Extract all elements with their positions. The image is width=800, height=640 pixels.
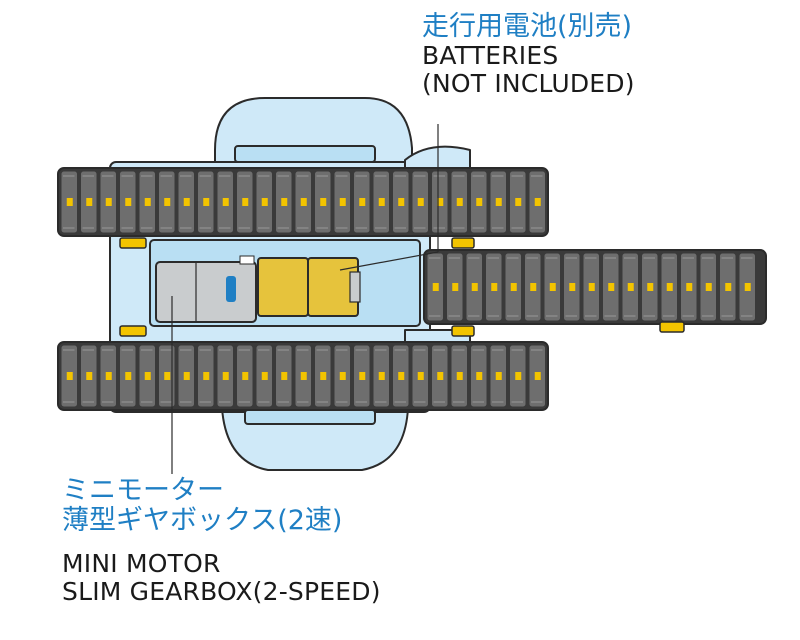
track-pin <box>378 198 385 206</box>
track-pin <box>281 372 288 380</box>
track-pin <box>549 283 556 291</box>
track-pin <box>588 283 595 291</box>
top-track <box>57 167 549 237</box>
track-pin <box>125 198 132 206</box>
track-pin <box>515 372 522 380</box>
motor-en-label-1: MINI MOTOR <box>62 549 221 579</box>
batteries-leader-diag <box>339 251 439 271</box>
track-pin <box>281 198 288 206</box>
track-pin <box>144 198 151 206</box>
track-pin <box>242 372 249 380</box>
track-pin <box>705 283 712 291</box>
track-pin <box>417 372 424 380</box>
track-pin <box>183 372 190 380</box>
track-pin <box>203 198 210 206</box>
track-pin <box>608 283 615 291</box>
track-pin <box>569 283 576 291</box>
track-pin <box>495 372 502 380</box>
batteries-jp-label: 走行用電池(別売) <box>422 11 633 42</box>
track-pin <box>476 372 483 380</box>
motor-jp-label-1: ミニモーター <box>62 475 224 506</box>
track-pin <box>86 198 93 206</box>
track-pin <box>647 283 654 291</box>
mini-motor <box>155 255 257 323</box>
track-pin <box>510 283 517 291</box>
track-pin <box>66 372 73 380</box>
track-pin <box>66 198 73 206</box>
track-pin <box>534 372 541 380</box>
track-pin <box>398 198 405 206</box>
motor-callout: ミニモーター 薄型ギヤボックス(2速) MINI MOTOR SLIM GEAR… <box>62 475 381 607</box>
track-pin <box>725 283 732 291</box>
track-pin <box>398 372 405 380</box>
track-pin <box>476 198 483 206</box>
track-pin <box>515 198 522 206</box>
batteries <box>257 257 361 317</box>
track-pin <box>144 372 151 380</box>
track-pin <box>627 283 634 291</box>
track-pin <box>261 372 268 380</box>
motor-jp-label-2: 薄型ギヤボックス(2速) <box>62 505 343 537</box>
track-pin <box>164 372 171 380</box>
track-pin <box>666 283 673 291</box>
track-pin <box>300 198 307 206</box>
arm-track <box>423 249 767 325</box>
track-pin <box>222 198 229 206</box>
track-pin <box>359 198 366 206</box>
track-pin <box>686 283 693 291</box>
track-pin <box>320 198 327 206</box>
track-pin <box>432 283 439 291</box>
track-pin <box>491 283 498 291</box>
yellow-tabs <box>119 237 685 337</box>
leader-lines <box>171 124 439 474</box>
track-pin <box>86 372 93 380</box>
track-pin <box>125 372 132 380</box>
track-pin <box>534 198 541 206</box>
track-pin <box>242 198 249 206</box>
track-pin <box>359 372 366 380</box>
batteries-en-label-2: (NOT INCLUDED) <box>422 69 635 99</box>
track-pin <box>456 372 463 380</box>
track-pin <box>530 283 537 291</box>
track-pin <box>339 372 346 380</box>
track-pin <box>339 198 346 206</box>
track-pin <box>417 198 424 206</box>
track-pin <box>437 372 444 380</box>
track-pin <box>105 198 112 206</box>
track-pin <box>164 198 171 206</box>
motor-en-label-2: SLIM GEARBOX(2-SPEED) <box>62 577 381 607</box>
track-pin <box>261 198 268 206</box>
track-pin <box>437 198 444 206</box>
track-pin <box>203 372 210 380</box>
batteries-callout: 走行用電池(別売) BATTERIES (NOT INCLUDED) <box>422 11 635 99</box>
track-pin <box>471 283 478 291</box>
track-pin <box>222 372 229 380</box>
batteries-en-label-1: BATTERIES <box>422 41 559 71</box>
track-pin <box>320 372 327 380</box>
bottom-track <box>57 341 549 411</box>
track-pin <box>105 372 112 380</box>
track-pin <box>378 372 385 380</box>
track-pin <box>744 283 751 291</box>
track-pin <box>456 198 463 206</box>
track-pin <box>452 283 459 291</box>
track-pin <box>300 372 307 380</box>
track-pin <box>495 198 502 206</box>
track-pin <box>183 198 190 206</box>
